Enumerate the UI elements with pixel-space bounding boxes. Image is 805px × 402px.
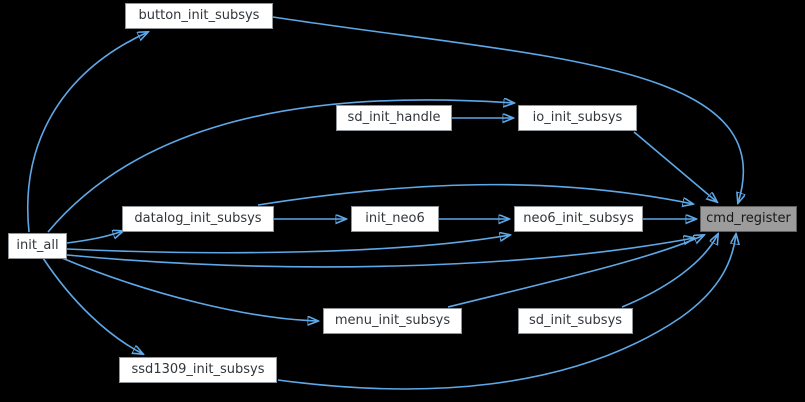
edge-menu_init_subsys-cmd_register — [447, 235, 704, 308]
node-sd_init_subsys[interactable]: sd_init_subsys — [518, 308, 633, 334]
edge-init_all-menu_init_subsys — [61, 257, 318, 321]
edge-init_all-button_init_subsys — [27, 32, 148, 233]
node-io_init_subsys[interactable]: io_init_subsys — [518, 105, 637, 131]
edge-init_all-cmd_register — [66, 238, 694, 268]
edge-init_all-io_init_subsys — [47, 100, 514, 233]
edge-init_all-datalog_init_subsys — [66, 231, 123, 244]
node-datalog_init_subsys[interactable]: datalog_init_subsys — [122, 206, 274, 232]
edge-io_init_subsys-cmd_register — [633, 131, 717, 202]
node-sd_init_handle[interactable]: sd_init_handle — [336, 105, 452, 131]
edge-ssd1309_init_subsys-cmd_register — [277, 234, 736, 390]
edge-datalog_init_subsys-cmd_register — [257, 183, 693, 205]
node-init_neo6[interactable]: init_neo6 — [351, 206, 439, 232]
node-init_all[interactable]: init_all — [8, 233, 67, 259]
node-button_init_subsys[interactable]: button_init_subsys — [125, 3, 273, 29]
node-neo6_init_subsys[interactable]: neo6_init_subsys — [514, 206, 643, 232]
node-menu_init_subsys[interactable]: menu_init_subsys — [323, 308, 462, 334]
edge-sd_init_subsys-cmd_register — [621, 234, 718, 308]
edge-button_init_subsys-cmd_register — [272, 16, 743, 203]
node-ssd1309_init_subsys[interactable]: ssd1309_init_subsys — [119, 357, 277, 383]
edge-init_all-ssd1309_init_subsys — [42, 257, 143, 354]
edge-init_all-neo6_init_subsys — [66, 235, 510, 254]
node-cmd_register: cmd_register — [700, 206, 797, 232]
